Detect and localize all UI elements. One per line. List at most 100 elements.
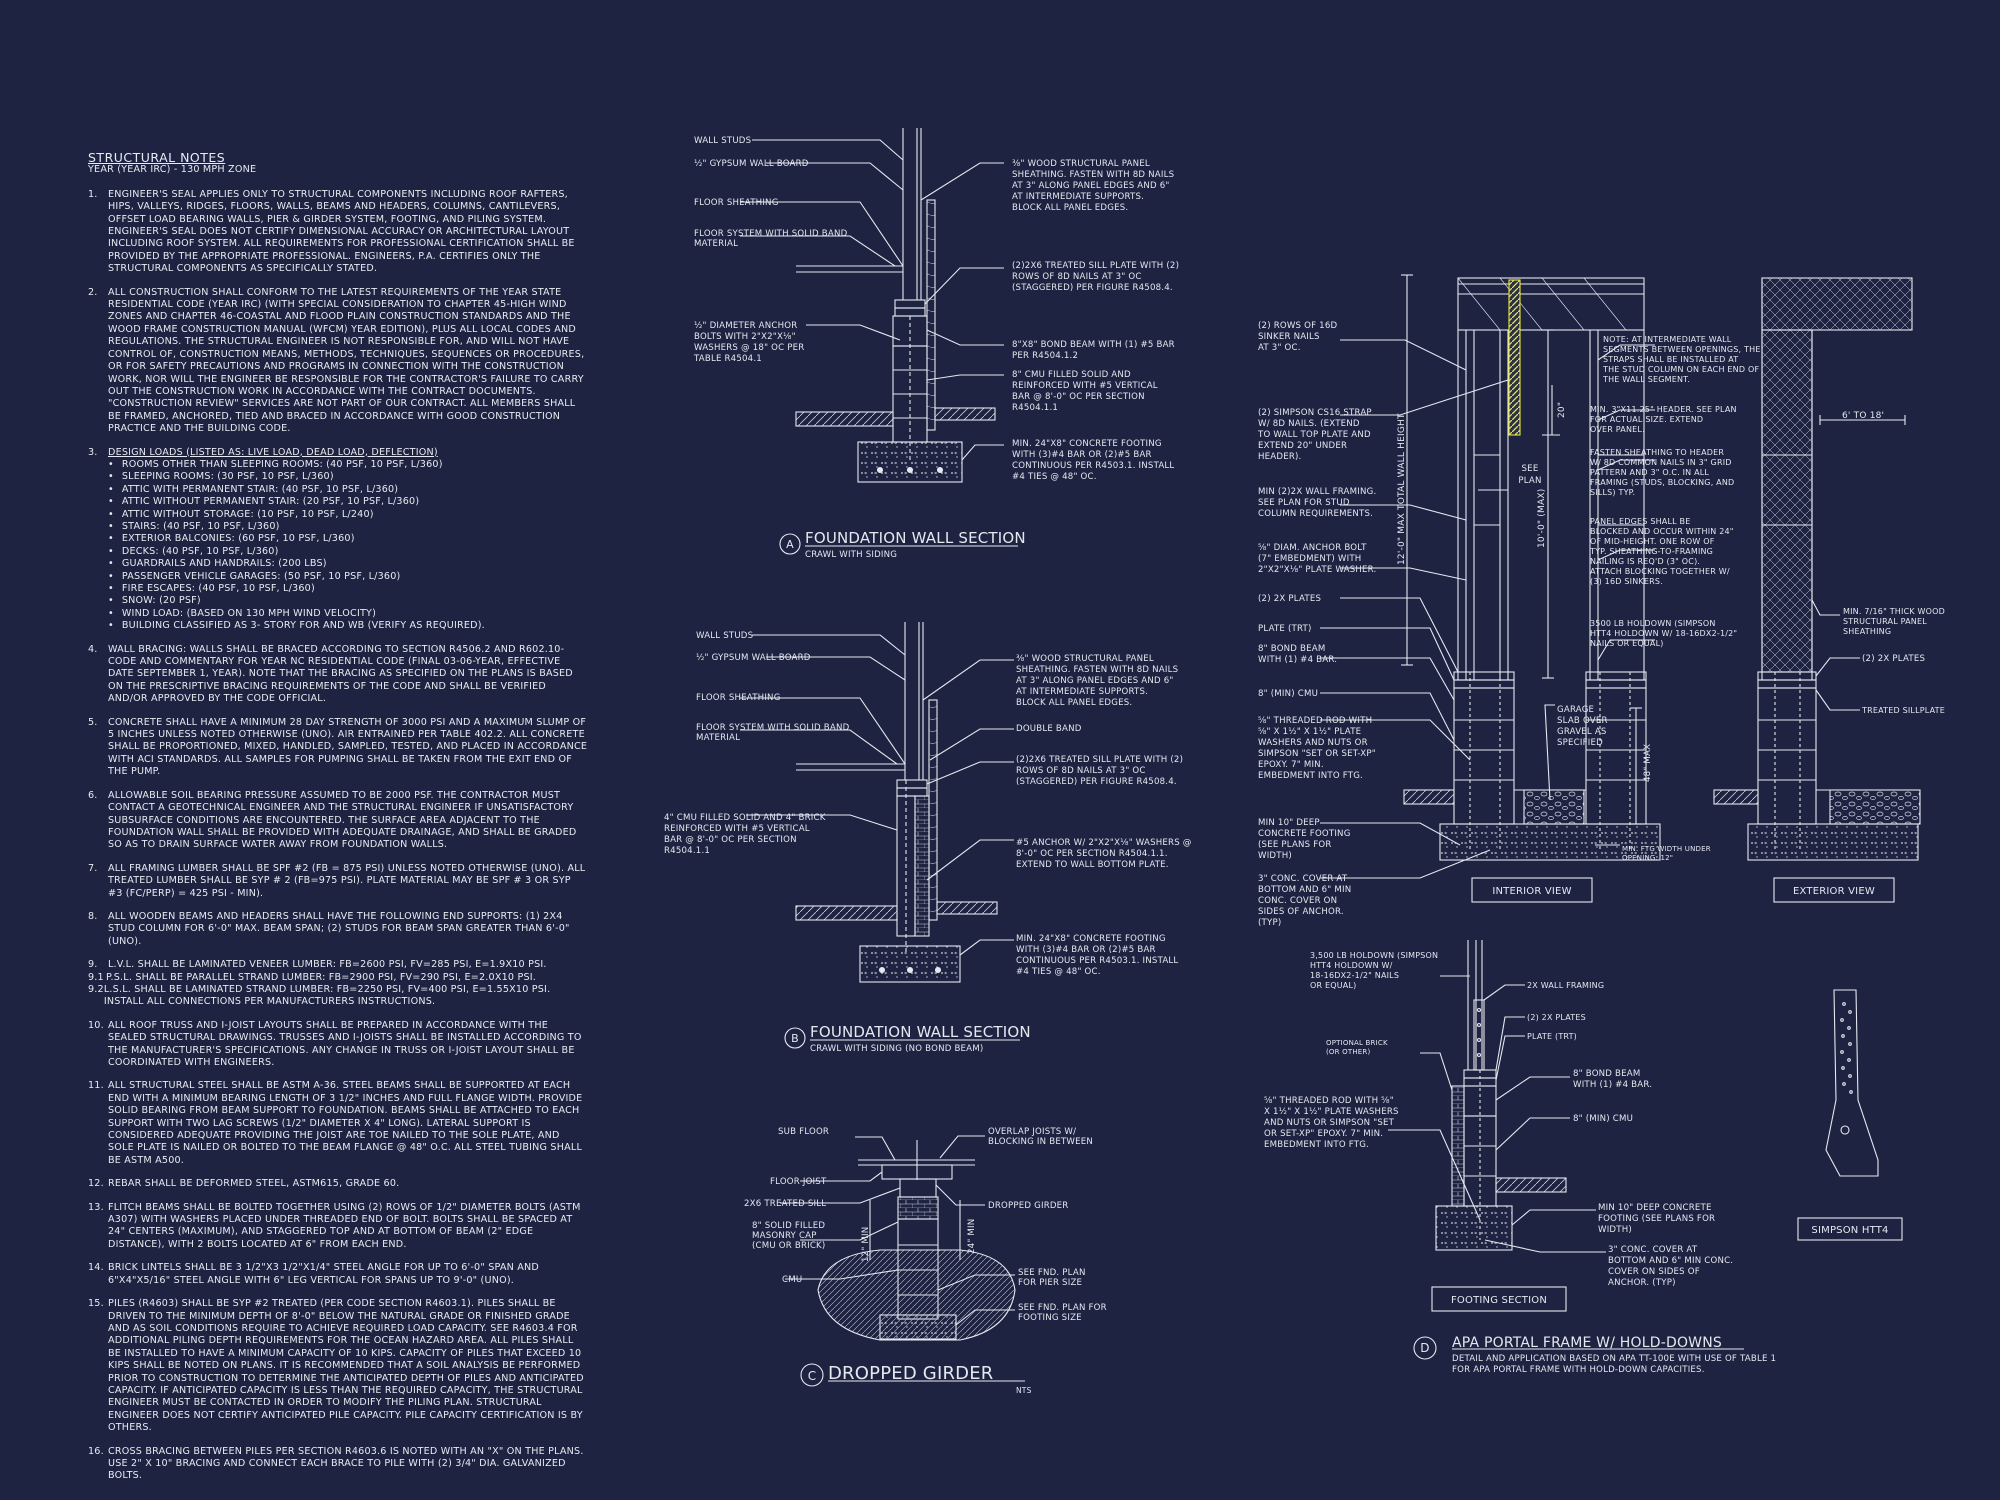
note-body: WALL BRACING: WALLS SHALL BE BRACED ACCO… [108, 644, 588, 706]
note-text: ENGINEER'S SEAL APPLIES ONLY TO STRUCTUR… [108, 188, 575, 275]
d-cover-3: CONC. COVER ON [1258, 896, 1337, 906]
d-treated: TREATED SILLPLATE [1861, 706, 1945, 715]
a-subtitle: CRAWL WITH SIDING [805, 550, 897, 560]
fs-bond-1: 8" BOND BEAM [1573, 1069, 1640, 1079]
note-bullet: GUARDRAILS AND HANDRAILS: (200 LBS) [108, 558, 588, 570]
note-body: BRICK LINTELS SHALL BE 3 1/2"x3 1/2"x1/4… [108, 1262, 588, 1287]
a-anchor-label-1: ½" DIAMETER ANCHOR [694, 321, 797, 331]
note-number: 4. [88, 643, 98, 655]
c-footing-label-1: SEE FND. PLAN FOR [1018, 1303, 1107, 1313]
d-dim-20: 20" [1557, 402, 1567, 418]
note-bullet: STAIRS: (40 PSF, 10 PSF, L/360) [108, 521, 588, 533]
d-fasten-4: FRAMING (STUDS, BLOCKING, AND [1590, 478, 1734, 487]
d-header-2: FOR ACTUAL SIZE. EXTEND [1590, 415, 1703, 424]
d-cover-2: BOTTOM AND 6" MIN [1258, 885, 1351, 895]
note-number: 11. [88, 1080, 104, 1092]
b-panel-label-2: SHEATHING. FASTEN WITH 8d NAILS [1016, 665, 1178, 675]
d-framing-3: COLUMN REQUIREMENTS. [1258, 509, 1373, 519]
b-brick-label-4: R4504.1.1 [664, 846, 710, 856]
d-fasten-2: W/ 8d COMMON NAILS IN 3" GRID [1590, 458, 1732, 467]
fs-cover-2: BOTTOM AND 6" MIN CONC. [1608, 1256, 1733, 1266]
b-ftg-label-3: CONTINUOUS PER R4503.1. INSTALL [1016, 956, 1178, 966]
d-marker: D [1420, 1341, 1429, 1355]
d-deep-3: (SEE PLANS FOR [1258, 840, 1332, 850]
note-body: ALL ROOF TRUSS AND I-JOIST LAYOUTS SHALL… [108, 1020, 588, 1070]
detail-d-footing-section [1388, 940, 1606, 1312]
a-panel-label-5: BLOCK ALL PANEL EDGES. [1012, 203, 1128, 213]
d-garage-1: GARAGE [1557, 705, 1594, 715]
note-heading: DESIGN LOADS (LISTED AS: LIVE LOAD, DEAD… [108, 446, 438, 458]
note-bullet: ATTIC WITHOUT PERMANENT STAIR: (20 PSF, … [108, 496, 588, 508]
d-dim-12: 12'-0" MAX TOTAL WALL HEIGHT [1397, 413, 1407, 565]
structural-note: 7.ALL FRAMING LUMBER SHALL BE SPF #2 (Fb… [88, 863, 588, 900]
note-text: ALL ROOF TRUSS AND I-JOIST LAYOUTS SHALL… [108, 1019, 582, 1068]
d-min-ftg-2: OPENING: 12" [1622, 854, 1673, 862]
d-plates2: (2) 2x PLATES [1862, 654, 1925, 664]
b-panel-label-5: BLOCK ALL PANEL EDGES. [1016, 698, 1132, 708]
c-treated-sill-label: 2x6 TREATED SILL [744, 1199, 826, 1209]
note-number: 16. [88, 1445, 104, 1457]
d-cover-4: SIDES OF ANCHOR. [1258, 907, 1344, 917]
d-thick-1: MIN. 7/16" THICK WOOD [1843, 607, 1945, 616]
d-note-5: THE WALL SEGMENT. [1602, 375, 1690, 384]
d-sinker-2: SINKER NAILS [1258, 332, 1320, 342]
a-floor-sheathing-label: FLOOR SHEATHING [694, 198, 779, 208]
d-fasten-3: PATTERN AND 3" O.C. IN ALL [1590, 468, 1709, 477]
b-floor-system-label-2: MATERIAL [696, 733, 740, 743]
b-brick-label-2: REINFORCED WITH #5 VERTICAL [664, 824, 810, 834]
d-desc-1: DETAIL AND APPLICATION BASED ON APA TT-1… [1452, 1354, 1776, 1364]
d-thick-2: STRUCTURAL PANEL [1843, 617, 1927, 626]
d-panel-7: (3) 16d SINKERS. [1590, 577, 1663, 586]
note-body: ALLOWABLE SOIL BEARING PRESSURE ASSUMED … [108, 790, 588, 852]
fs-hold-1: 3,500 LB HOLDOWN (SIMPSON [1310, 951, 1438, 960]
structural-note: 12.REBAR SHALL BE DEFORMED STEEL, ASTM61… [88, 1178, 588, 1190]
d-strap-1: (2) SIMPSON CS16 STRAP [1258, 408, 1372, 418]
d-interior-view: INTERIOR VIEW [1492, 886, 1571, 897]
note-bullet: ATTIC WITH PERMANENT STAIR: (40 PSF, 10 … [108, 484, 588, 496]
d-min-ftg-1: MIN. FTG WIDTH UNDER [1622, 845, 1711, 853]
d-panel-6: ATTACH BLOCKING TOGETHER W/ [1590, 567, 1730, 576]
b-anchor-label-2: 8'-0" OC PER SECTION R4504.1.1. [1016, 849, 1168, 859]
a-sill-label-2: ROWS OF 8d NAILS AT 3" OC [1012, 272, 1142, 282]
d-bond-2: WITH (1) #4 BAR. [1258, 655, 1337, 665]
c-solid-label-3: (CMU OR BRICK) [752, 1241, 825, 1251]
b-double-band-label: DOUBLE BAND [1016, 724, 1082, 734]
simpson-htt4-holdown [1797, 989, 1903, 1241]
a-cmu-label-3: BAR @ 8'-0" OC PER SECTION [1012, 392, 1145, 402]
note-number: 6. [88, 789, 98, 801]
d-bolt-3: 2"x2"x⅛" PLATE WASHER. [1258, 565, 1376, 575]
fs-cover-1: 3" CONC. COVER AT [1608, 1245, 1698, 1255]
fs-deep-2: FOOTING (SEE PLANS FOR [1598, 1214, 1715, 1224]
note-text: L.V.L. SHALL BE LAMINATED VENEER LUMBER:… [108, 959, 547, 971]
fs-rod-1: ⅝" THREADED ROD WITH ⅝" [1264, 1096, 1394, 1106]
note-body: ALL CONSTRUCTION SHALL CONFORM TO THE LA… [108, 287, 588, 436]
note-bullet: ATTIC WITHOUT STORAGE: (10 PSF, 10 PSF, … [108, 509, 588, 521]
d-garage-4: SPECIFIED [1557, 738, 1603, 748]
c-scale: NTS [1016, 1386, 1032, 1395]
fs-cover-4: ANCHOR. (TYP) [1608, 1278, 1676, 1288]
d-title: APA PORTAL FRAME W/ HOLD-DOWNS [1452, 1335, 1722, 1351]
structural-notes: STRUCTURAL NOTES YEAR (YEAR IRC) - 130 m… [88, 151, 588, 1494]
a-marker: A [786, 538, 794, 551]
d-deep-4: WIDTH) [1258, 851, 1292, 861]
note-body: L.V.L. SHALL BE LAMINATED VENEER LUMBER:… [88, 959, 588, 1009]
fs-rod-3: AND NUTS OR SIMPSON "SET [1264, 1118, 1395, 1128]
note-number: 7. [88, 862, 98, 874]
d-framing-2: SEE PLAN FOR STUD [1258, 498, 1350, 508]
d-header-1: MIN. 3"x11.25" HEADER. SEE PLAN [1590, 405, 1737, 414]
structural-note: 3.DESIGN LOADS (LISTED AS: LIVE LOAD, DE… [88, 447, 588, 633]
d-deep-1: MIN 10" DEEP [1258, 818, 1320, 828]
d-plate-trt: PLATE (TRT) [1258, 624, 1312, 634]
detail-d-exterior-view [1713, 277, 1921, 903]
note-subitem-number: 9.2 [88, 983, 104, 995]
fs-deep-1: MIN 10" DEEP CONCRETE [1598, 1203, 1712, 1213]
d-rod-6: EMBEDMENT INTO FTG. [1258, 771, 1363, 781]
note-subitem-text: L.S.L. SHALL BE LAMINATED STRAND LUMBER:… [103, 983, 551, 1008]
structural-note: 14.BRICK LINTELS SHALL BE 3 1/2"x3 1/2"x… [88, 1262, 588, 1287]
fs-brick-1: OPTIONAL BRICK [1326, 1039, 1388, 1047]
d-panel-3: OF MID-HEIGHT. ONE ROW OF [1590, 537, 1715, 546]
note-text: PILES (R4603) SHALL BE SYP #2 TREATED (P… [108, 1298, 584, 1434]
fs-rod-2: x 1½" x 1½" PLATE WASHERS [1264, 1107, 1399, 1117]
note-bullets: ROOMS OTHER THAN SLEEPING ROOMS: (40 PSF… [108, 459, 588, 633]
